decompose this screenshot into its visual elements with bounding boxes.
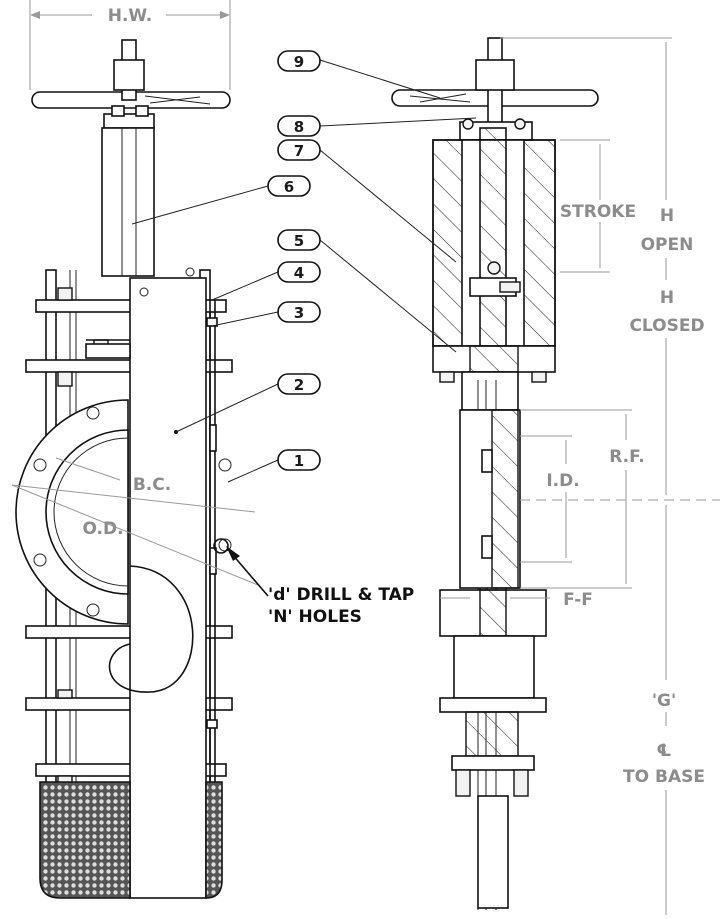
label-hw: H.W. [108,6,153,26]
label-ff: F-F [563,590,593,610]
svg-text:5: 5 [294,232,304,250]
label-id: I.D. [546,471,579,491]
callout-1: 1 [227,449,321,483]
label-h-closed-2: CLOSED [629,316,704,336]
callouts: 9 8 7 6 5 4 3 [131,50,477,483]
label-h-open-1: H [660,206,674,226]
callout-5: 5 [277,229,457,353]
svg-text:8: 8 [294,118,304,136]
svg-text:2: 2 [294,376,304,394]
callout-6: 6 [131,175,311,225]
svg-text:4: 4 [294,264,304,282]
label-to-base: TO BASE [623,767,705,787]
label-bc: B.C. [133,475,171,495]
svg-text:1: 1 [294,452,304,470]
label-stroke: STROKE [560,202,636,222]
svg-text:'d' DRILL & TAP: 'd' DRILL & TAP [268,585,414,605]
svg-text:3: 3 [294,304,304,322]
label-h-closed-1: H [660,288,674,308]
svg-text:9: 9 [294,53,304,71]
side-view [391,37,720,915]
label-rf: R.F. [609,447,644,467]
label-h-open-2: OPEN [641,235,694,255]
callout-8: 8 [277,115,477,137]
yoke-column-left [101,127,155,277]
drill-tap-leader [226,546,269,597]
gate-blade [129,277,207,899]
callout-4: 4 [211,261,321,301]
svg-text:'N' HOLES: 'N' HOLES [268,607,362,627]
callout-2: 2 [175,373,321,433]
drill-tap-hole [213,538,229,554]
label-od: O.D. [82,519,123,539]
drill-tap-note: 'd' DRILL & TAP 'N' HOLES [268,585,414,627]
svg-text:6: 6 [284,178,294,196]
dimension-labels: H.W. STROKE H OPEN H CLOSED R.F. I.D. B.… [82,6,705,787]
mesh-guard [39,781,131,899]
callout-7: 7 [277,139,457,263]
front-view [11,0,259,899]
callout-3: 3 [211,301,321,327]
label-g: 'G' [652,691,676,711]
label-cl: ℄ [656,741,671,761]
svg-text:7: 7 [294,142,304,160]
callout-9: 9 [277,50,441,99]
